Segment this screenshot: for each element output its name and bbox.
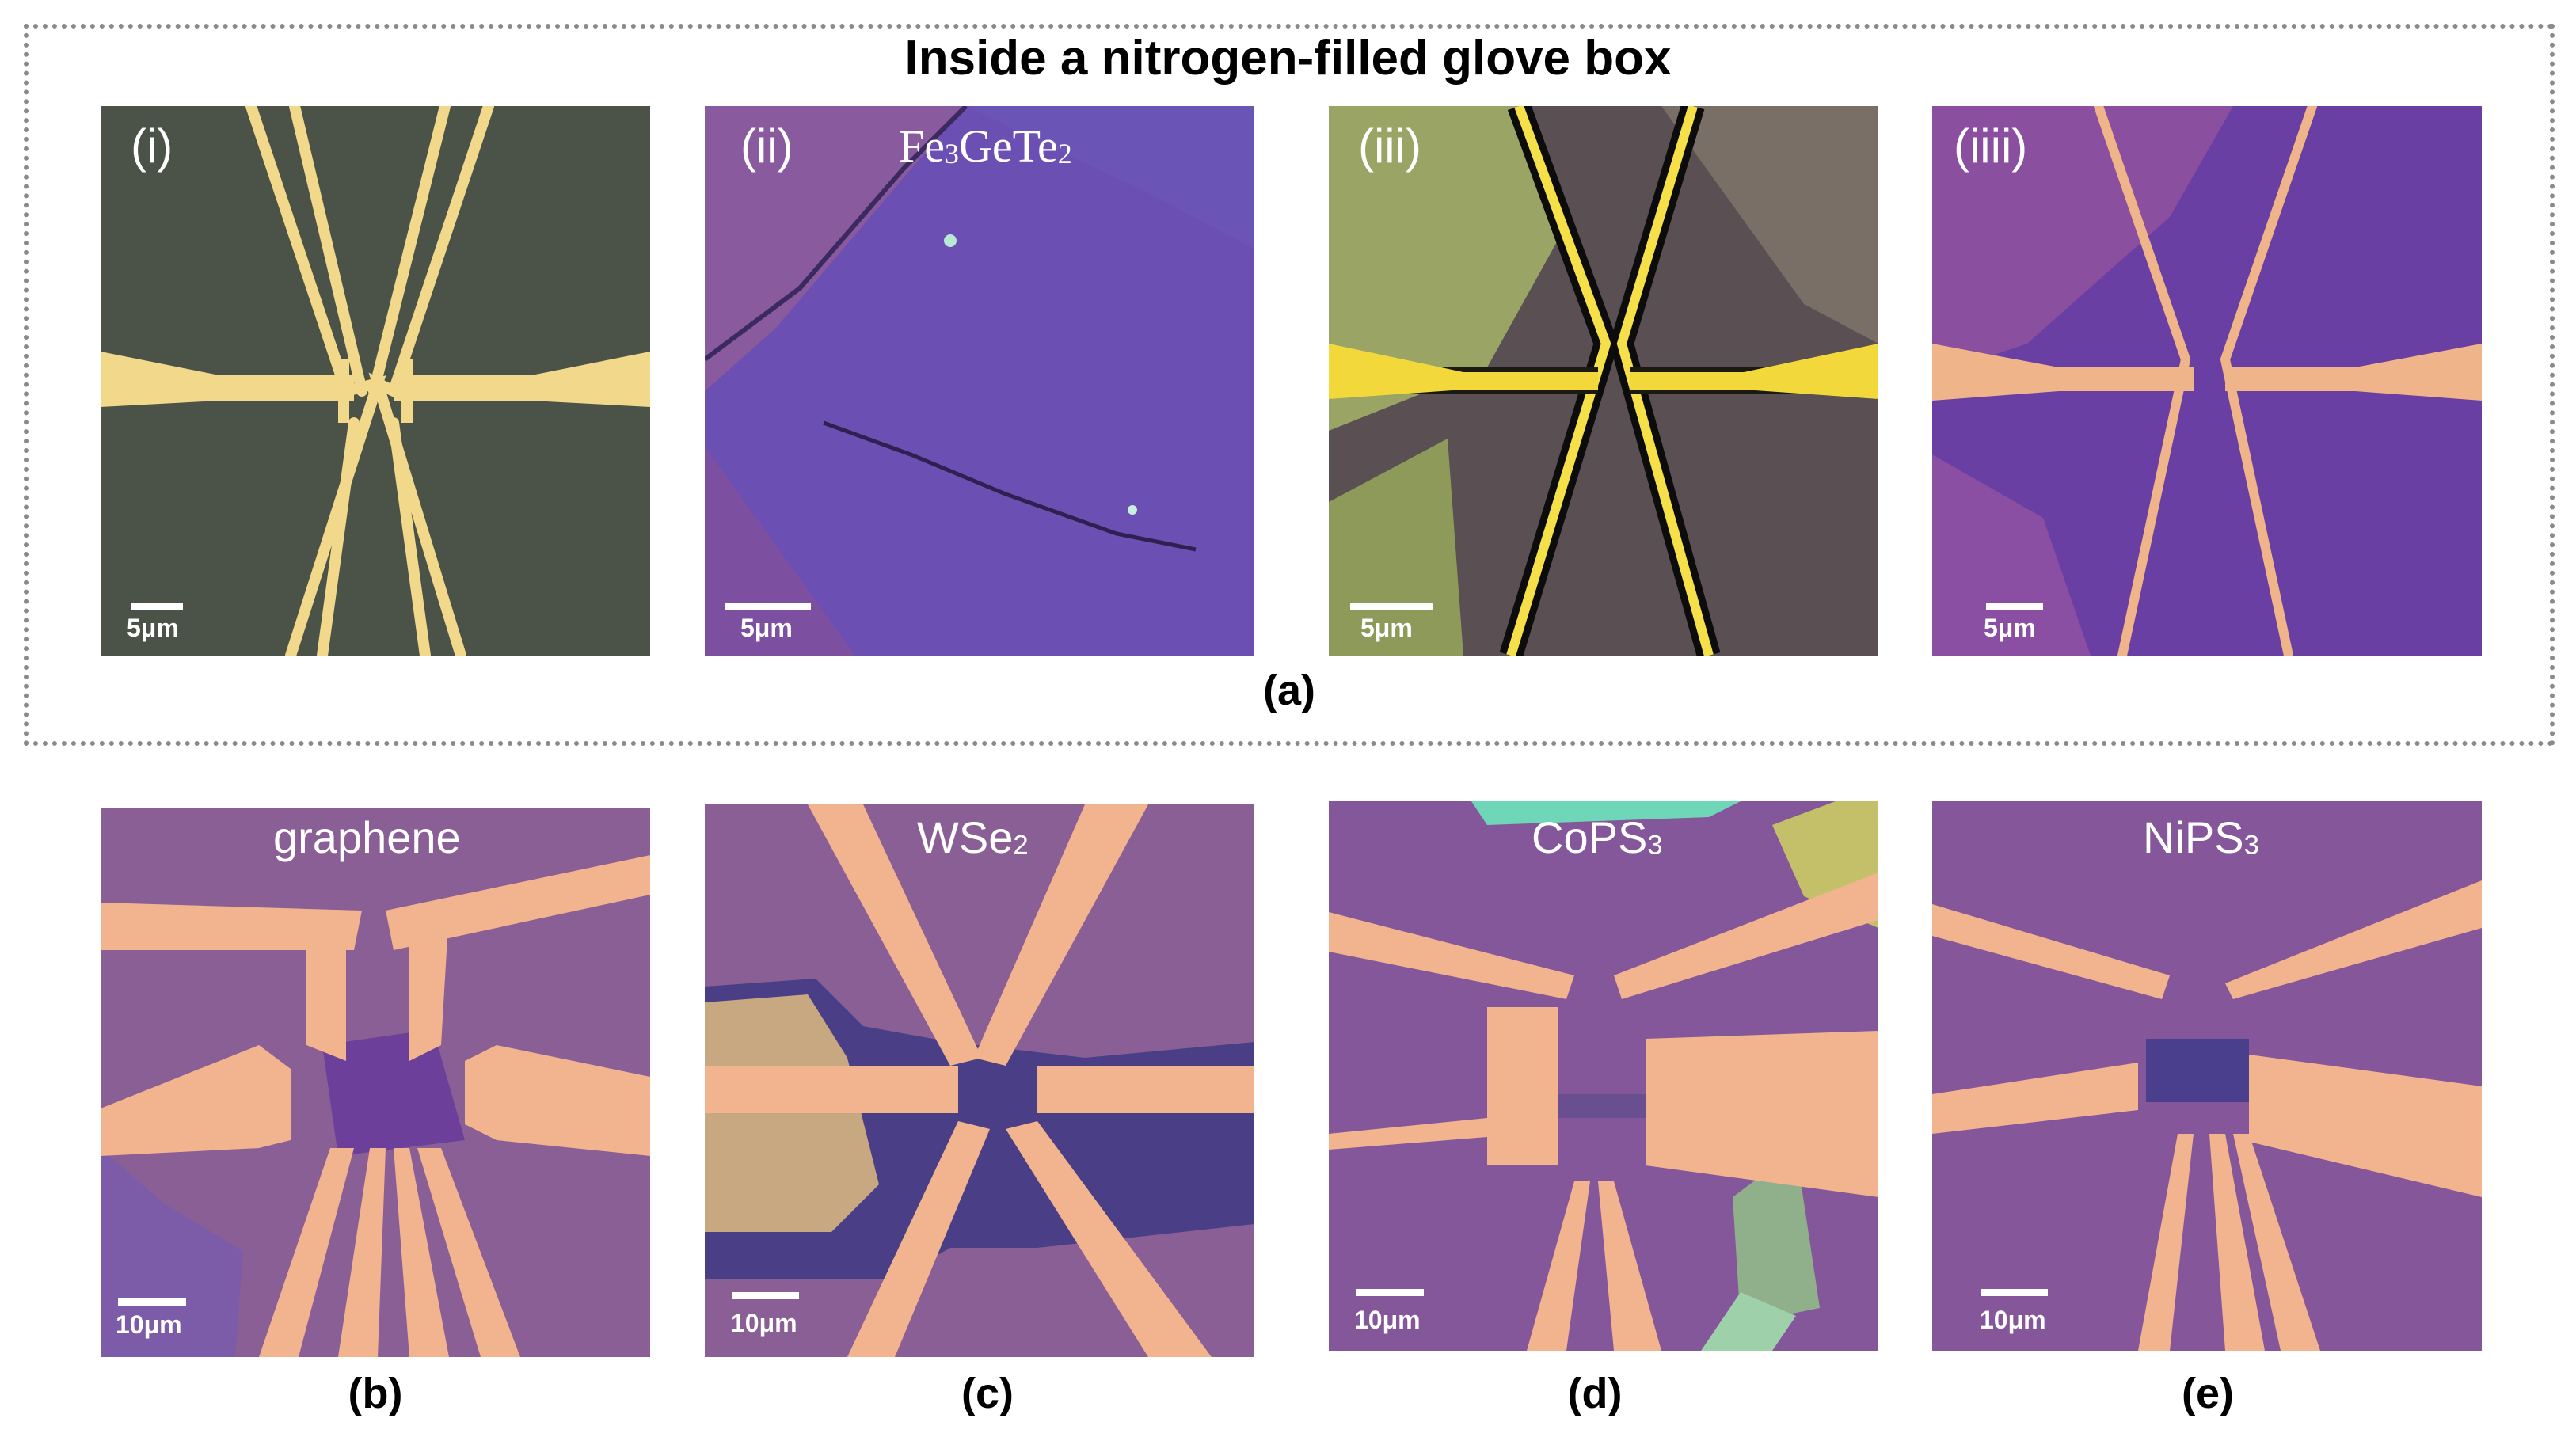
panel-iii-scale-label: 5μm: [1360, 614, 1413, 642]
panel-c-material-label: WSe2: [917, 812, 1029, 862]
panel-c-scale-bar: [732, 1292, 799, 1299]
panel-e-scale-bar: [1981, 1289, 2048, 1296]
panel-c-scale-label: 10μm: [731, 1309, 797, 1337]
panel-e-scale-label: 10μm: [1980, 1306, 2046, 1334]
glove-box-frame: [24, 24, 2555, 746]
panel-i-scale-bar: [131, 603, 183, 610]
panel-d-scale-label: 10μm: [1354, 1306, 1421, 1334]
panel-d-scale-bar: [1356, 1289, 1424, 1296]
panel-c-image: [705, 804, 1254, 1357]
panel-iiii-scale-label: 5μm: [1984, 614, 2036, 642]
caption-d: (d): [1567, 1370, 1623, 1417]
panel-b-image: [101, 808, 650, 1357]
panel-iii-image: [1329, 106, 1878, 656]
panel-b-material-label: graphene: [273, 812, 461, 862]
panel-iii-scale-bar: [1350, 603, 1433, 610]
panel-d-material-label: CoPS3: [1532, 812, 1663, 862]
caption-b: (b): [348, 1370, 403, 1417]
panel-iiii-tag: (iiii): [1954, 120, 2028, 173]
panel-ii-scale-label: 5μm: [740, 614, 793, 642]
panel-ii-material-label: Fe3GeTe2: [899, 120, 1072, 172]
panel-iiii-scale-bar: [1986, 603, 2043, 610]
panel-ii-image: [705, 106, 1254, 656]
panel-i-tag: (i): [131, 120, 173, 173]
caption-e: (e): [2182, 1370, 2234, 1417]
glove-box-title: Inside a nitrogen-filled glove box: [904, 31, 1672, 86]
panel-i-scale-label: 5μm: [127, 614, 179, 642]
panel-iiii-image: [1932, 106, 2482, 656]
panel-d-image: [1329, 801, 1878, 1351]
panel-ii-tag: (ii): [740, 120, 793, 173]
panel-b-scale-label: 10μm: [116, 1310, 182, 1339]
caption-c: (c): [961, 1370, 1014, 1417]
panel-i-image: [101, 106, 650, 656]
panel-iii-tag: (iii): [1358, 120, 1421, 173]
panel-e-material-label: NiPS3: [2143, 812, 2259, 862]
panel-b-scale-bar: [118, 1298, 186, 1306]
panel-ii-scale-bar: [725, 603, 811, 610]
caption-a: (a): [1262, 667, 1315, 714]
panel-e-image: [1932, 801, 2482, 1351]
